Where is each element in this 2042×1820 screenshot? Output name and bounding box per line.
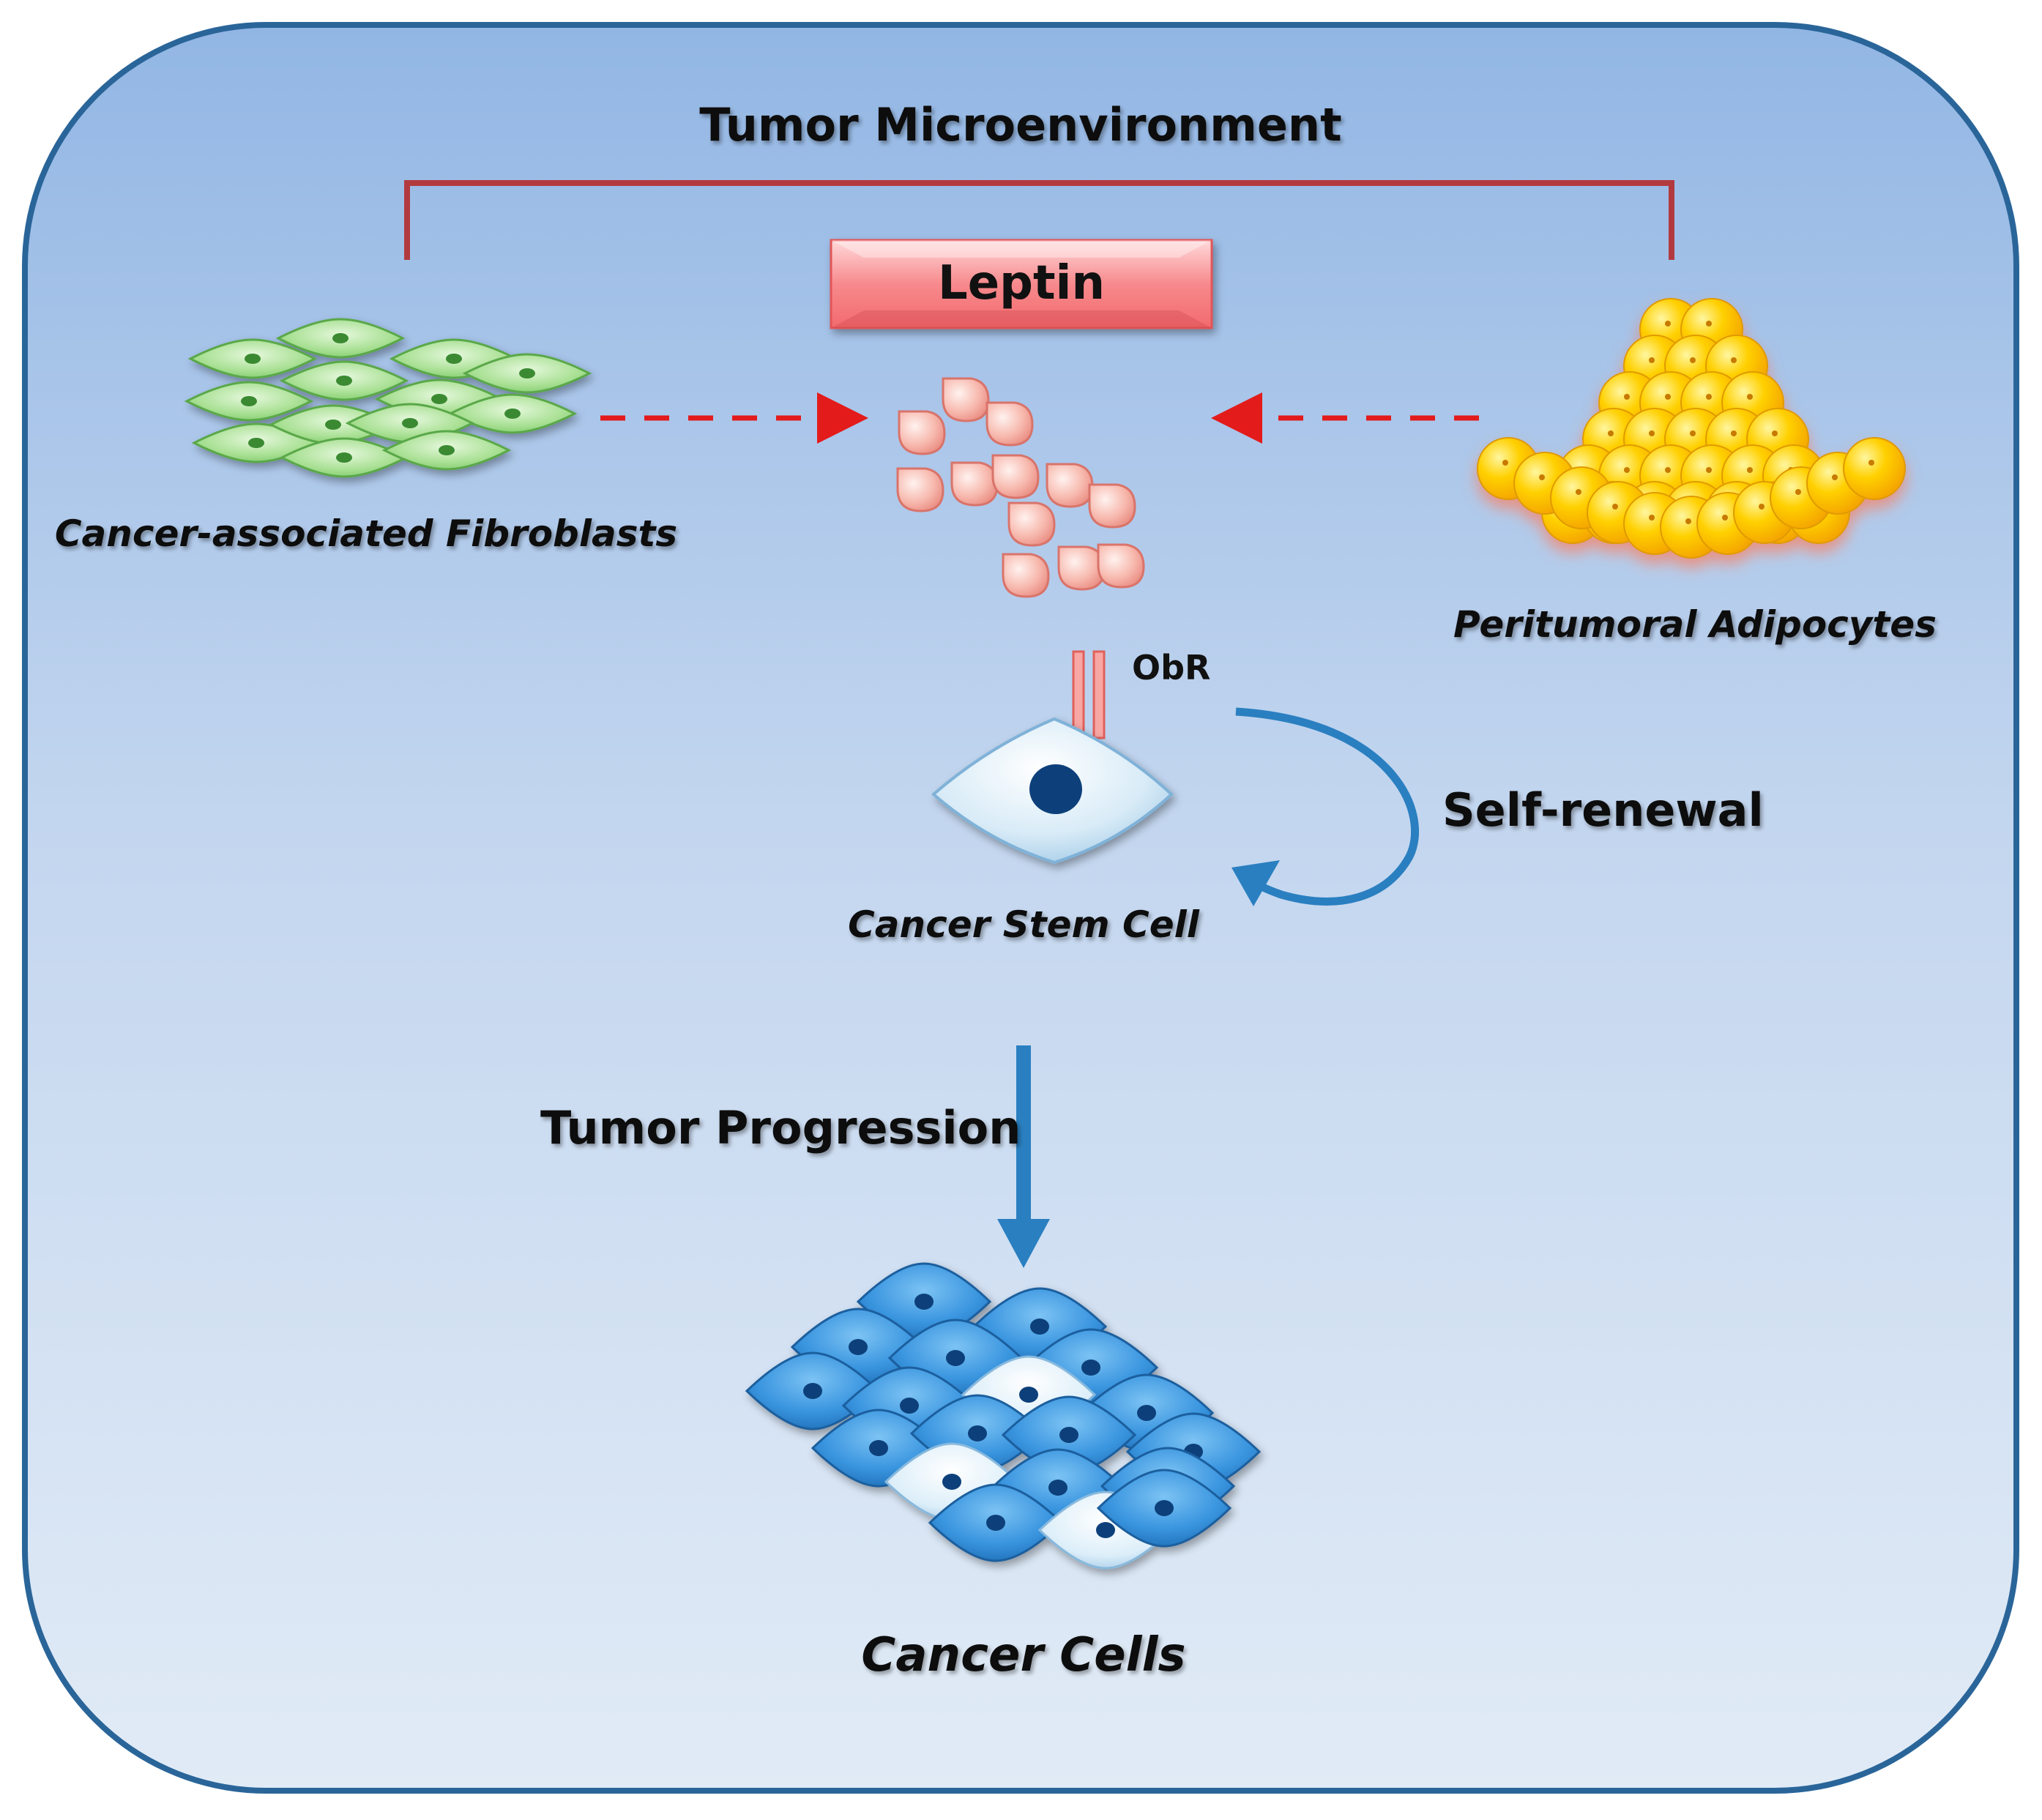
progression-arrowhead bbox=[997, 1219, 1050, 1268]
leptin-molecule bbox=[1002, 553, 1050, 598]
leptin-molecule bbox=[985, 401, 1034, 447]
stem-cell-label: Cancer Stem Cell bbox=[848, 903, 1200, 946]
adipocytes-label: Peritumoral Adipocytes bbox=[1453, 603, 1937, 646]
leptin-molecule bbox=[898, 410, 946, 455]
fibroblast-cell bbox=[187, 338, 318, 379]
cancer-cell bbox=[745, 1351, 881, 1431]
self-renewal-arrow bbox=[1235, 707, 1419, 906]
self-renewal-label: Self-renewal bbox=[1442, 783, 1764, 837]
fibroblast-cell bbox=[462, 353, 592, 394]
adipocyte-cell bbox=[1843, 437, 1906, 500]
cancer-cell-cluster bbox=[745, 1262, 1262, 1570]
leptin-molecule bbox=[991, 454, 1040, 499]
self-renewal-arrowhead bbox=[1231, 860, 1280, 906]
fibroblast-cell bbox=[381, 430, 512, 471]
fibroblast-cell bbox=[184, 381, 314, 422]
fibroblasts-label: Cancer-associated Fibroblasts bbox=[55, 512, 677, 555]
progression-arrow-shaft bbox=[1016, 1045, 1031, 1225]
leptin-molecule bbox=[1007, 501, 1056, 547]
leptin-molecule bbox=[896, 467, 944, 512]
leptin-molecule bbox=[950, 461, 999, 507]
cancer-stem-cell bbox=[931, 717, 1174, 865]
fibroblast-cell bbox=[275, 318, 406, 359]
leptin-molecule bbox=[1088, 483, 1136, 529]
progression-label: Tumor Progression bbox=[540, 1101, 1021, 1155]
obr-receptor bbox=[1072, 650, 1106, 739]
fibroblast-cell bbox=[447, 393, 578, 434]
fibroblast-cell bbox=[279, 360, 409, 401]
leptin-molecule bbox=[942, 377, 990, 422]
cancer-cells-label: Cancer Cells bbox=[861, 1628, 1185, 1682]
cancer-cell bbox=[928, 1483, 1064, 1562]
leptin-label: Leptin bbox=[938, 256, 1105, 310]
fibroblast-cluster bbox=[184, 318, 592, 478]
stem-cell-nucleus bbox=[1029, 764, 1082, 814]
leptin-molecule bbox=[1046, 463, 1094, 508]
leptin-box bbox=[830, 239, 1213, 329]
obr-label: ObR bbox=[1132, 648, 1210, 687]
adipocyte-cluster bbox=[1477, 298, 1906, 559]
cancer-cell bbox=[1096, 1469, 1232, 1548]
leptin-molecules bbox=[896, 377, 1145, 598]
microenvironment-bracket bbox=[404, 180, 1674, 260]
diagram-title: Tumor Microenvironment bbox=[699, 98, 1341, 152]
leptin-molecule bbox=[1097, 543, 1145, 589]
